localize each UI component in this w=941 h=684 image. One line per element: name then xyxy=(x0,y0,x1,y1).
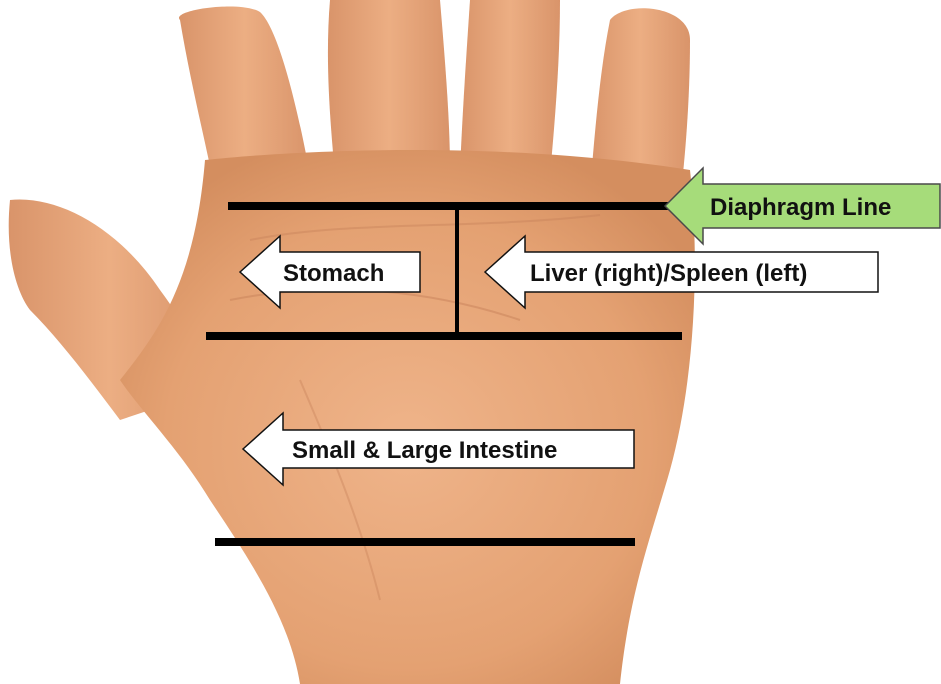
intestine-label: Small & Large Intestine xyxy=(292,437,557,464)
diaphragm-label: Diaphragm Line xyxy=(710,194,891,221)
middle-finger xyxy=(328,0,450,175)
diaphragm-arrow: Diaphragm Line xyxy=(665,168,940,244)
stomach-label: Stomach xyxy=(283,260,384,287)
palm xyxy=(120,150,695,684)
bottom-line xyxy=(215,538,635,546)
vertical-divider-line xyxy=(455,206,459,336)
middle-line xyxy=(206,332,682,340)
liver-spleen-label: Liver (right)/Spleen (left) xyxy=(530,260,807,287)
ring-finger xyxy=(460,0,560,175)
hand-illustration xyxy=(9,0,695,684)
